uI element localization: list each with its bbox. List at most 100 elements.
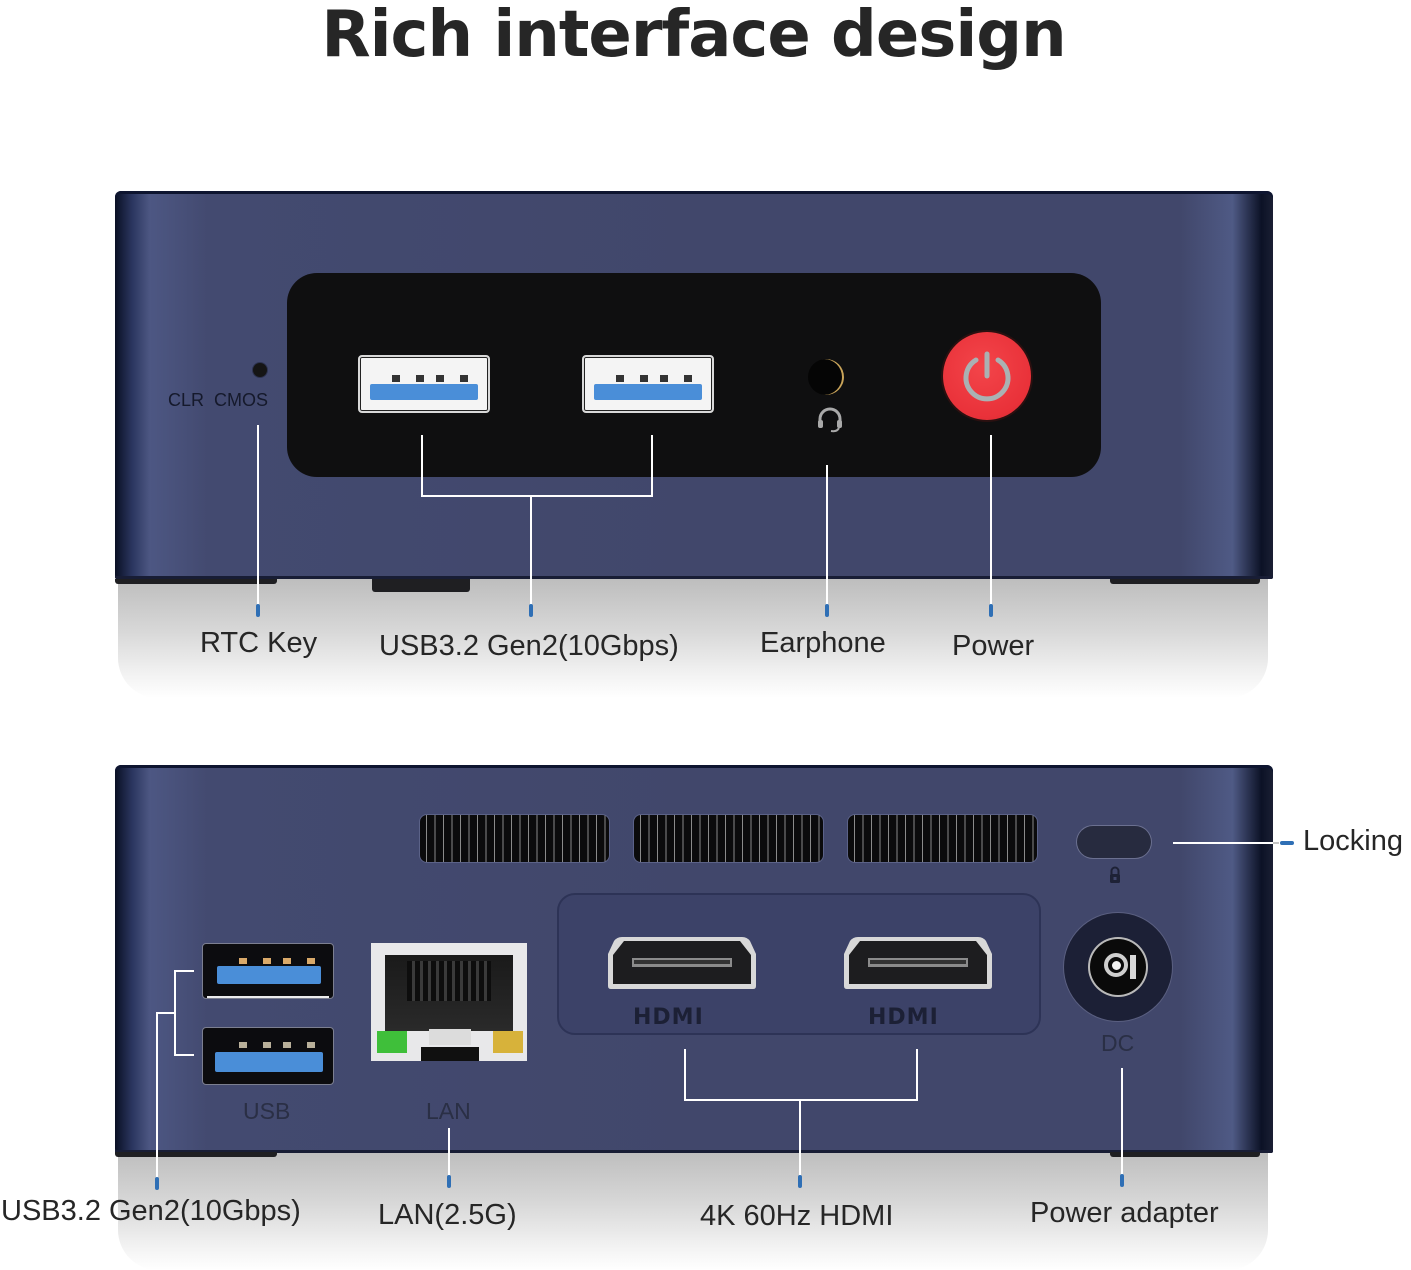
usb-pin (307, 1042, 315, 1048)
usb-pin (640, 375, 648, 382)
usb-leader-line (530, 495, 532, 605)
label-lan: LAN(2.5G) (378, 1199, 517, 1231)
usb-pin (460, 375, 468, 382)
rear-usb-tick (155, 1177, 159, 1190)
usb-pin (684, 375, 692, 382)
lan-tick (447, 1175, 451, 1188)
rear-usb-leader-line (156, 1012, 158, 1178)
usb-engraving: USB (243, 1098, 291, 1124)
rear-foot-right (1110, 1152, 1260, 1157)
label-rtc-key: RTC Key (200, 627, 318, 659)
hdmi-bracket-bottom (684, 1099, 918, 1101)
usb-pin (283, 1042, 291, 1048)
vent-3 (847, 814, 1038, 863)
power-tick (989, 604, 993, 617)
usb-bracket-bottom (421, 495, 653, 497)
dc-jack-ring (1104, 953, 1128, 977)
locking-leader-line-edge (1273, 842, 1279, 844)
rear-device-shadow (118, 1150, 1268, 1270)
audio-jack[interactable] (808, 359, 844, 395)
usb-a-port-front-2[interactable] (582, 355, 714, 413)
hdmi-leader-line (799, 1099, 801, 1177)
usb-bracket-left (421, 435, 423, 497)
hdmi-port-1[interactable] (606, 934, 758, 992)
rj45-latch (429, 1029, 471, 1045)
usb-pin (616, 375, 624, 382)
usb-pin (392, 375, 400, 382)
hdmi-port-2[interactable] (842, 934, 994, 992)
usb-pin (436, 375, 444, 382)
rtc-key-leader-line (257, 425, 259, 605)
earphone-leader-line (826, 465, 828, 605)
hdmi-tick (798, 1175, 802, 1188)
label-hdmi: 4K 60Hz HDMI (700, 1200, 894, 1232)
usb-a-port-rear-2[interactable] (202, 1027, 334, 1085)
usb-pin (307, 958, 315, 964)
lan-led-yellow (493, 1031, 523, 1053)
label-front-usb: USB3.2 Gen2(10Gbps) (379, 630, 679, 662)
usb-pin (416, 375, 424, 382)
usb-bracket-right (651, 435, 653, 497)
hdmi-bracket-right (916, 1049, 918, 1101)
label-power: Power (952, 630, 1035, 662)
usb-tongue (594, 384, 702, 400)
rtc-key-pinhole[interactable] (253, 363, 267, 377)
dc-engraving: DC (1101, 1030, 1135, 1056)
kensington-lock-slot[interactable] (1077, 826, 1151, 858)
dc-jack-inner (1090, 939, 1146, 995)
vent-2 (633, 814, 824, 863)
rear-usb-bracket-bottom (174, 1054, 194, 1056)
rj45-latch-slot (421, 1047, 479, 1061)
hdmi-bracket-left (684, 1049, 686, 1101)
dc-leader-line (1121, 1068, 1123, 1176)
usb-a-port-front-1[interactable] (358, 355, 490, 413)
locking-leader-line-inner (1173, 842, 1273, 844)
usb-pin (263, 958, 271, 964)
headset-icon (818, 407, 842, 433)
front-foot-left (115, 579, 277, 584)
hdmi-logo-1: HDMI (633, 1005, 704, 1030)
clr-cmos-engraving: CLR CMOS (168, 390, 269, 410)
lock-icon (1110, 866, 1120, 883)
front-foot-right (1110, 579, 1260, 584)
rj45-cavity (385, 955, 513, 1031)
dc-jack-contact (1130, 955, 1136, 979)
label-power-adapter: Power adapter (1030, 1197, 1219, 1229)
dc-jack-pin (1112, 961, 1121, 970)
usb-tick (529, 604, 533, 617)
sd-card-slot (372, 579, 470, 592)
power-icon (963, 351, 1011, 402)
locking-tick (1280, 841, 1294, 845)
usb-a-port-rear-1[interactable] (202, 943, 334, 999)
label-earphone: Earphone (760, 627, 886, 659)
hdmi-logo-2: HDMI (868, 1005, 939, 1030)
usb-pin (239, 1042, 247, 1048)
power-button[interactable] (943, 332, 1031, 420)
label-rear-usb: USB3.2 Gen2(10Gbps) (1, 1195, 301, 1227)
earphone-tick (825, 604, 829, 617)
usb-tongue (370, 384, 478, 400)
usb-pin (263, 1042, 271, 1048)
power-leader-line (990, 435, 992, 605)
lan-engraving: LAN (426, 1098, 471, 1124)
dc-tick (1120, 1174, 1124, 1187)
label-locking: Locking (1303, 825, 1403, 857)
vent-1 (419, 814, 610, 863)
front-device-shadow (118, 578, 1268, 698)
usb-pin (239, 958, 247, 964)
usb-lip (207, 996, 329, 998)
rj45-contacts (407, 961, 491, 1001)
rtc-key-tick (256, 604, 260, 617)
lan-leader-line (448, 1128, 450, 1178)
usb-tongue (217, 966, 321, 984)
dc-jack[interactable] (1064, 913, 1172, 1021)
usb-tongue (215, 1052, 323, 1072)
rj45-port[interactable] (371, 943, 527, 1061)
lan-led-green (377, 1031, 407, 1053)
rear-foot-left (115, 1152, 277, 1157)
page-title: Rich interface design (321, 0, 1066, 72)
rear-usb-bracket-stem (156, 1012, 176, 1014)
usb-pin (283, 958, 291, 964)
usb-pin (660, 375, 668, 382)
rear-usb-bracket-top (174, 970, 194, 972)
